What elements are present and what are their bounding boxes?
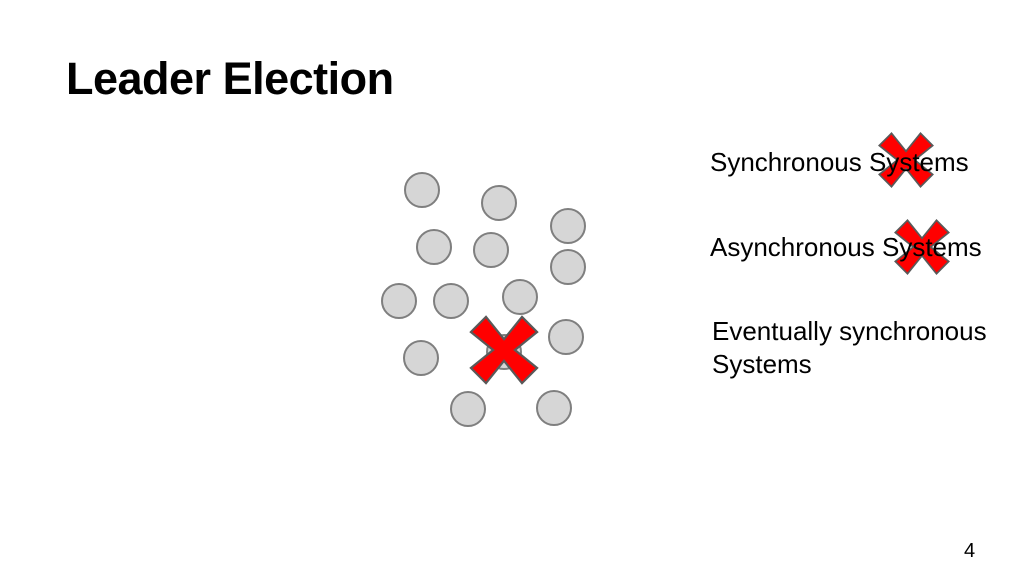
node-circle[interactable]	[481, 185, 517, 221]
x-mark-failed-node	[468, 314, 540, 386]
node-circle[interactable]	[404, 172, 440, 208]
cross-shape-icon	[469, 315, 539, 385]
page-title: Leader Election	[66, 53, 394, 104]
node-circle[interactable]	[550, 208, 586, 244]
node-circle[interactable]	[450, 391, 486, 427]
node-circle[interactable]	[536, 390, 572, 426]
x-mark-asynchronous-systems	[893, 218, 951, 276]
node-circle[interactable]	[403, 340, 439, 376]
system-model-eventually-synchronous: Eventually synchronous Systems	[712, 316, 987, 379]
system-model-synchronous: Synchronous Systems	[710, 147, 969, 177]
node-circle[interactable]	[473, 232, 509, 268]
node-circle[interactable]	[416, 229, 452, 265]
node-circle[interactable]	[502, 279, 538, 315]
node-circle[interactable]	[381, 283, 417, 319]
node-circle[interactable]	[550, 249, 586, 285]
node-circle[interactable]	[548, 319, 584, 355]
system-model-asynchronous: Asynchronous Systems	[710, 232, 982, 262]
cross-shape-icon	[878, 132, 934, 188]
page-number: 4	[964, 540, 976, 562]
cross-shape-icon	[894, 219, 950, 275]
x-mark-synchronous-systems	[877, 131, 935, 189]
node-circle[interactable]	[433, 283, 469, 319]
